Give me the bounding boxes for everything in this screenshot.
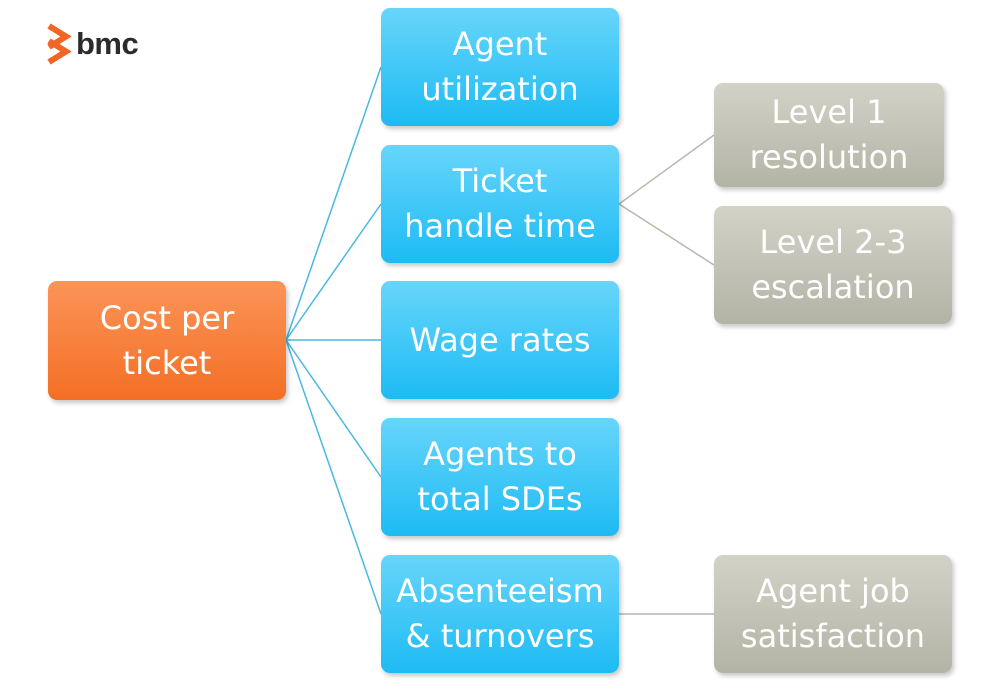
node-level-2-3-escalation: Level 2-3 escalation <box>714 206 952 324</box>
node-agent-job-satisfaction: Agent job satisfaction <box>714 555 952 673</box>
bmc-chevron-icon <box>47 23 72 65</box>
connector-root-agents-to-sdes <box>285 339 382 478</box>
connector-handle-time-level23 <box>618 203 715 266</box>
node-ticket-handle-time: Ticket handle time <box>381 145 619 263</box>
node-level-1-resolution: Level 1 resolution <box>714 83 944 187</box>
bmc-logo: bmc <box>44 22 139 66</box>
node-cost-per-ticket: Cost per ticket <box>48 281 286 400</box>
node-absenteeism-turnovers: Absenteeism & turnovers <box>381 555 619 673</box>
connector-handle-time-level1 <box>618 134 715 205</box>
node-agent-utilization: Agent utilization <box>381 8 619 126</box>
connector-root-ticket-handle-time <box>285 203 382 341</box>
connector-root-agent-utilization <box>285 66 382 341</box>
node-wage-rates: Wage rates <box>381 281 619 399</box>
connector-root-absenteeism <box>285 339 382 615</box>
bmc-logo-text: bmc <box>76 26 139 61</box>
node-agents-to-total-sdes: Agents to total SDEs <box>381 418 619 536</box>
